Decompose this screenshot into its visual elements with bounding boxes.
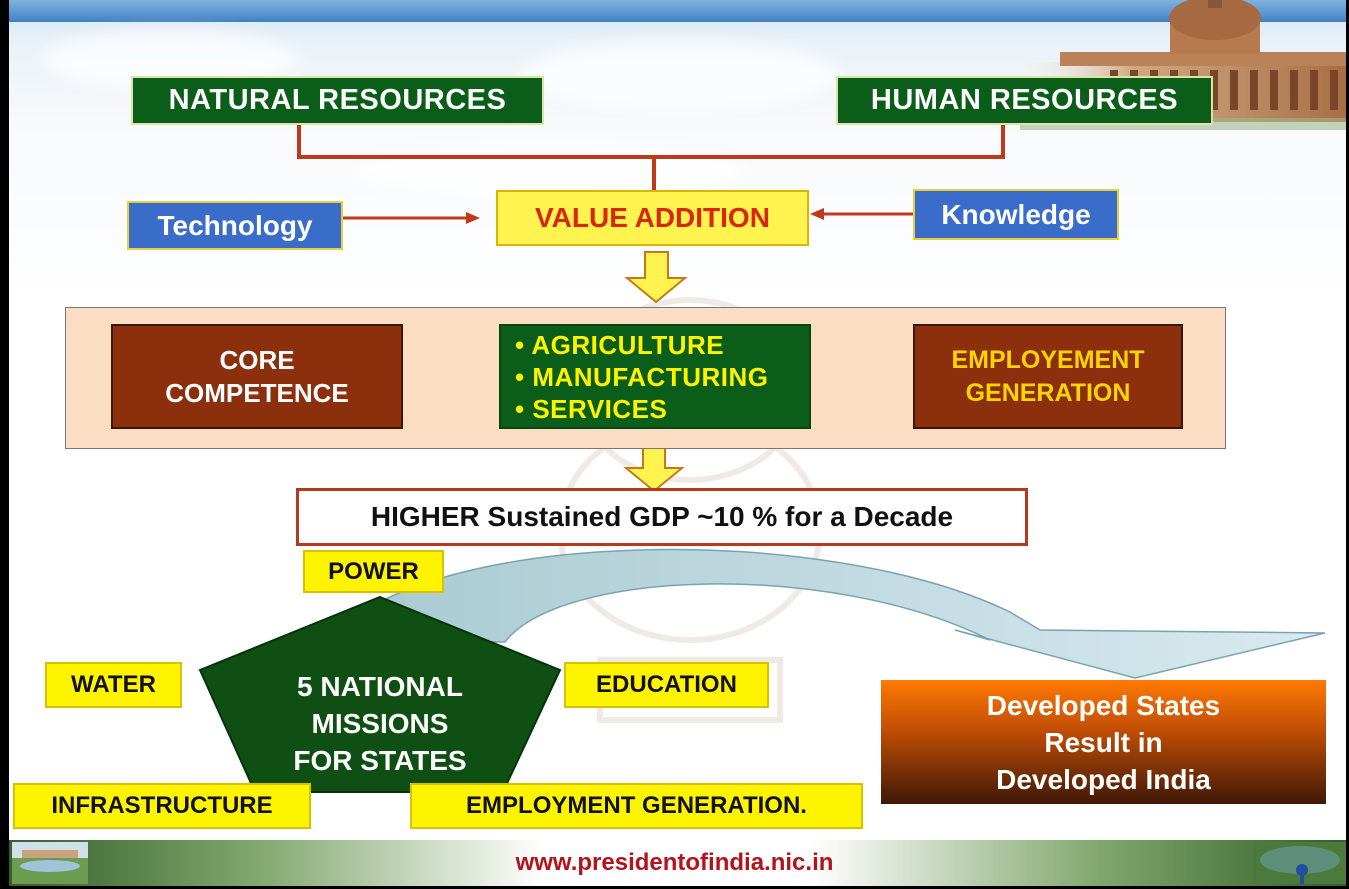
result-line: Developed India xyxy=(996,763,1211,795)
cloud-decoration xyxy=(520,40,840,110)
sector-manufacturing: • MANUFACTURING xyxy=(515,361,769,392)
mission-employment-generation-label: EMPLOYMENT GENERATION. xyxy=(466,792,807,819)
technology-arrowhead xyxy=(466,212,480,224)
core-competence-box: CORE COMPETENCE xyxy=(111,324,403,429)
sectors-box: • AGRICULTURE • MANUFACTURING • SERVICES xyxy=(499,324,811,429)
mission-infrastructure-tag: INFRASTRUCTURE xyxy=(13,783,311,829)
mission-power-label: POWER xyxy=(328,557,419,585)
mission-education-label: EDUCATION xyxy=(596,671,737,698)
knowledge-arrowhead xyxy=(810,208,824,220)
core-competence-line: CORE xyxy=(219,344,295,375)
developed-india-box: Developed States Result in Developed Ind… xyxy=(881,680,1326,804)
down-arrow-panel-to-gdp xyxy=(623,447,685,493)
employment-line: GENERATION xyxy=(965,378,1131,407)
value-addition-box: VALUE ADDITION xyxy=(496,190,809,246)
core-competence-line: COMPETENCE xyxy=(165,377,349,408)
missions-center-text: 5 NATIONAL MISSIONS FOR STATES xyxy=(230,668,530,779)
natural-resources-box: NATURAL RESOURCES xyxy=(131,76,544,125)
mission-infrastructure-label: INFRASTRUCTURE xyxy=(51,792,273,819)
mission-employment-generation-tag: EMPLOYMENT GENERATION. xyxy=(410,783,863,829)
mission-water-label: WATER xyxy=(71,671,156,698)
gdp-box: HIGHER Sustained GDP ~10 % for a Decade xyxy=(296,488,1028,546)
curved-arrow-to-result xyxy=(328,548,1326,679)
mission-power-tag: POWER xyxy=(303,550,444,593)
footer-url-text[interactable]: www.presidentofindia.nic.in xyxy=(515,849,834,876)
sector-services: • SERVICES xyxy=(515,393,668,424)
result-line: Result in xyxy=(1044,726,1163,758)
gdp-label: HIGHER Sustained GDP ~10 % for a Decade xyxy=(370,501,954,532)
garden-thumbnail-image xyxy=(12,842,88,884)
resources-bracket-line xyxy=(297,125,1005,159)
missions-line: FOR STATES xyxy=(293,745,467,776)
sector-agriculture: • AGRICULTURE xyxy=(515,329,725,360)
missions-line: MISSIONS xyxy=(311,708,449,739)
top-title-bar xyxy=(9,0,1346,22)
mission-water-tag: WATER xyxy=(45,662,182,708)
technology-box: Technology xyxy=(127,201,343,250)
mission-education-tag: EDUCATION xyxy=(564,662,769,708)
missions-pentagon xyxy=(198,595,562,793)
employment-generation-box: EMPLOYEMENT GENERATION xyxy=(913,324,1183,429)
knowledge-box: Knowledge xyxy=(913,189,1119,240)
result-line: Developed States xyxy=(986,689,1221,721)
human-resources-label: HUMAN RESOURCES xyxy=(870,84,1179,116)
value-addition-label: VALUE ADDITION xyxy=(535,202,770,233)
employment-line: EMPLOYEMENT xyxy=(951,345,1145,374)
down-arrow-value-to-panel xyxy=(624,251,688,304)
peacock-thumbnail-image xyxy=(1254,842,1346,884)
technology-label: Technology xyxy=(157,209,313,241)
footer-url-link[interactable]: www.presidentofindia.nic.in xyxy=(0,849,1349,877)
footer-bar xyxy=(9,840,1346,886)
missions-line: 5 NATIONAL xyxy=(297,671,463,702)
natural-resources-label: NATURAL RESOURCES xyxy=(168,84,507,116)
human-resources-box: HUMAN RESOURCES xyxy=(836,76,1213,125)
knowledge-label: Knowledge xyxy=(941,198,1091,230)
